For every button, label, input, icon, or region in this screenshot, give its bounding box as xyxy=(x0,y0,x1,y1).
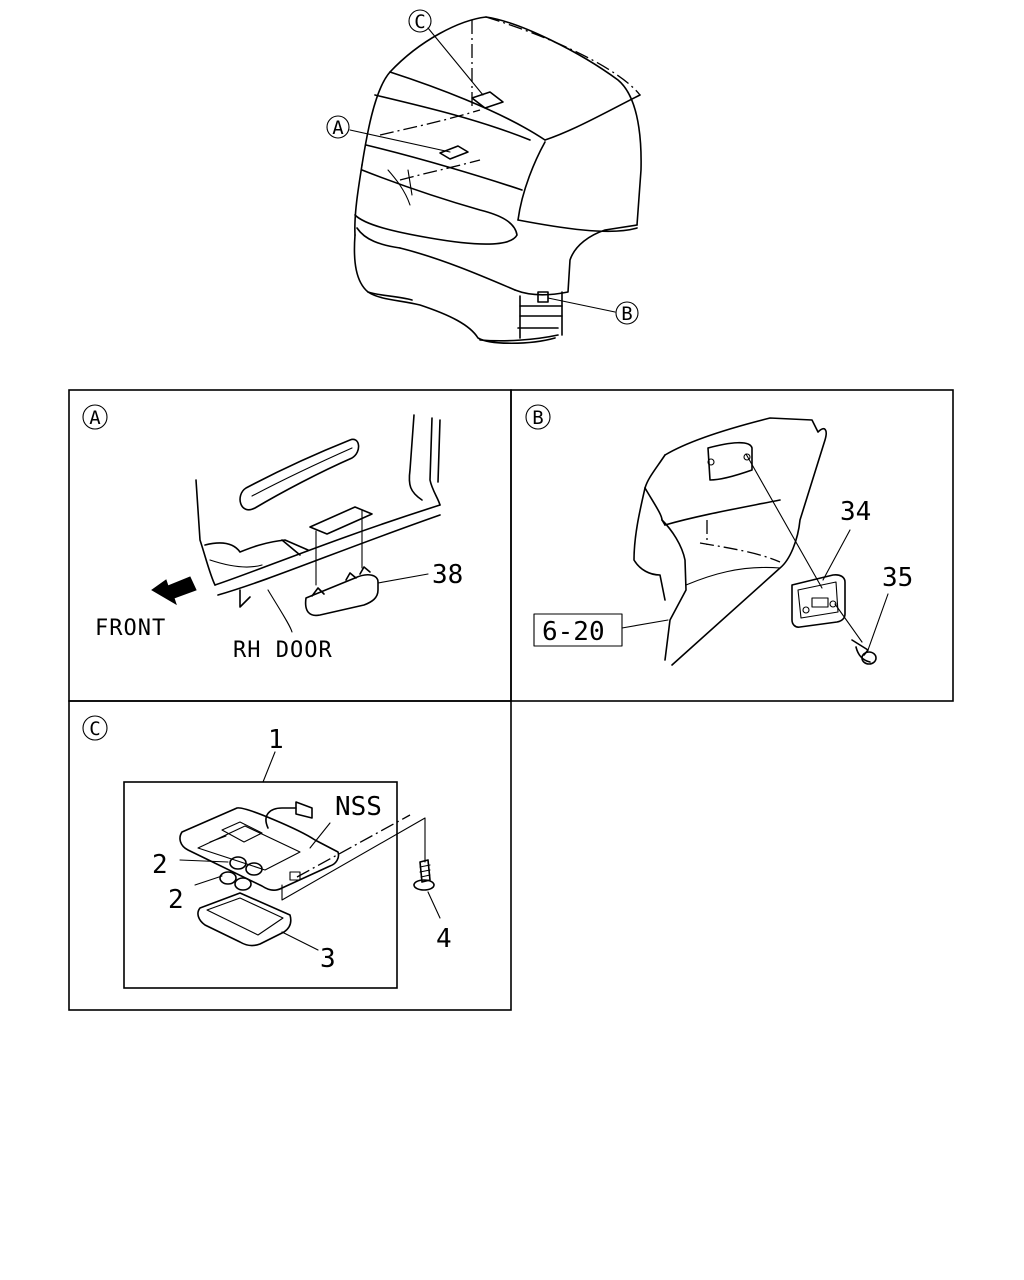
ref-6-20-label: 6-20 xyxy=(542,617,605,647)
callout-c-panel: C xyxy=(82,715,108,741)
part-2b-label: 2 xyxy=(168,885,184,915)
svg-text:B: B xyxy=(621,303,632,325)
callout-a-top: A xyxy=(326,115,350,139)
ref-box-6-20 xyxy=(533,613,623,647)
part-1-label: 1 xyxy=(268,725,284,755)
door-step-illustration xyxy=(195,414,441,617)
callout-b-panel: B xyxy=(525,404,551,430)
callout-a-panel: A xyxy=(82,404,108,430)
nss-label: NSS xyxy=(335,792,382,822)
rh-door-label: RH DOOR xyxy=(233,638,333,663)
svg-text:B: B xyxy=(532,407,543,429)
front-arrow-icon xyxy=(151,576,197,606)
panel-b-frame xyxy=(510,389,954,702)
truck-cab-illustration xyxy=(353,16,642,344)
room-lamp-assembly-box xyxy=(123,781,398,989)
room-lamp-illustration xyxy=(179,801,435,947)
callout-b-top: B xyxy=(615,301,639,325)
svg-text:C: C xyxy=(414,11,425,33)
svg-text:A: A xyxy=(89,407,101,429)
front-label: FRONT xyxy=(95,616,166,641)
part-34-label: 34 xyxy=(840,497,871,527)
part-4-label: 4 xyxy=(436,924,452,954)
panel-c-frame xyxy=(68,700,512,1011)
part-2a-label: 2 xyxy=(152,850,168,880)
part-35-label: 35 xyxy=(882,563,913,593)
svg-text:C: C xyxy=(89,718,100,740)
svg-text:A: A xyxy=(332,117,344,139)
part-38-label: 38 xyxy=(432,560,463,590)
callout-c-top: C xyxy=(408,9,432,33)
part-3-label: 3 xyxy=(320,944,336,974)
side-panel-illustration xyxy=(633,417,877,666)
